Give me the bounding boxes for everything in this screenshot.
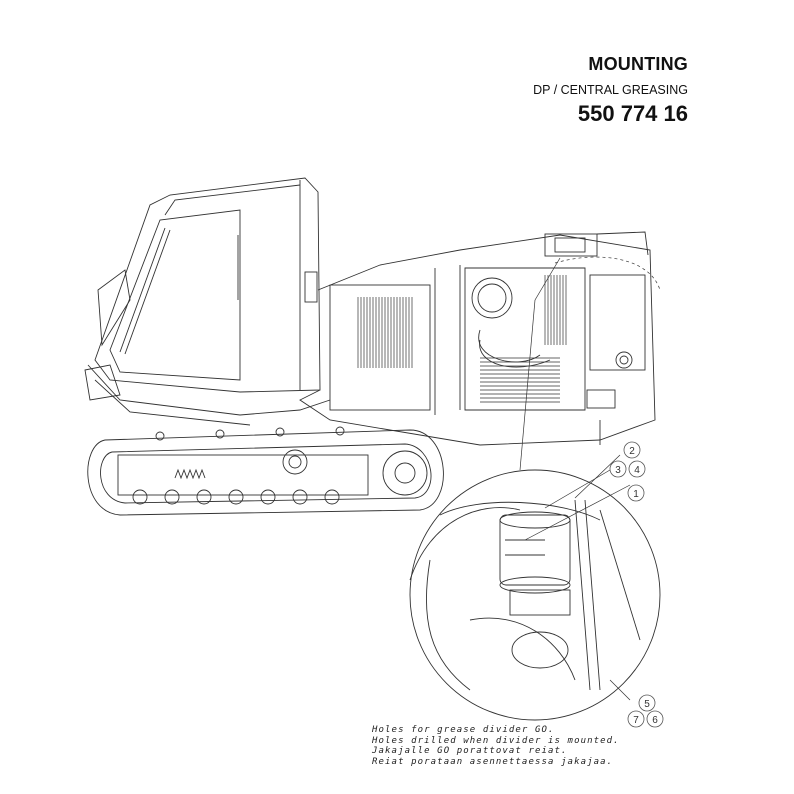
callout-4: 4	[628, 460, 646, 478]
note-line: Reiat porataan asennettaessa jakajaa.	[372, 756, 614, 767]
svg-text:2: 2	[629, 446, 635, 457]
machine-housing	[299, 231, 656, 446]
note-line: Jakajalle GO porattovat reiat.	[372, 746, 568, 756]
callout-6: 6	[646, 710, 664, 728]
callout-1: 1	[627, 484, 645, 502]
callout-5: 5	[638, 694, 656, 712]
note-line: Holes for grease divider GO.	[372, 725, 555, 735]
svg-text:7: 7	[633, 715, 639, 726]
svg-text:1: 1	[633, 489, 639, 500]
callout-3: 3	[609, 460, 627, 478]
svg-text:4: 4	[634, 465, 640, 476]
drawing-notes: Holes for grease divider GO. Holes drill…	[372, 725, 620, 767]
svg-text:3: 3	[615, 465, 621, 476]
note-line: Holes drilled when divider is mounted.	[372, 735, 620, 746]
drawing-subtitle: DP / CENTRAL GREASING	[533, 83, 688, 97]
crawler-track	[87, 426, 444, 516]
detail-view	[409, 469, 661, 721]
callout-2: 2	[623, 441, 641, 459]
svg-text:5: 5	[644, 699, 650, 710]
detail-leaders	[519, 257, 631, 701]
housing-grille	[357, 275, 567, 403]
machine-cab	[84, 177, 321, 401]
callout-7: 7	[627, 710, 645, 728]
part-number: 550 774 16	[577, 101, 688, 126]
drawing-title: MOUNTING	[588, 54, 688, 74]
machine-boom	[87, 364, 331, 426]
svg-text:6: 6	[652, 715, 658, 726]
